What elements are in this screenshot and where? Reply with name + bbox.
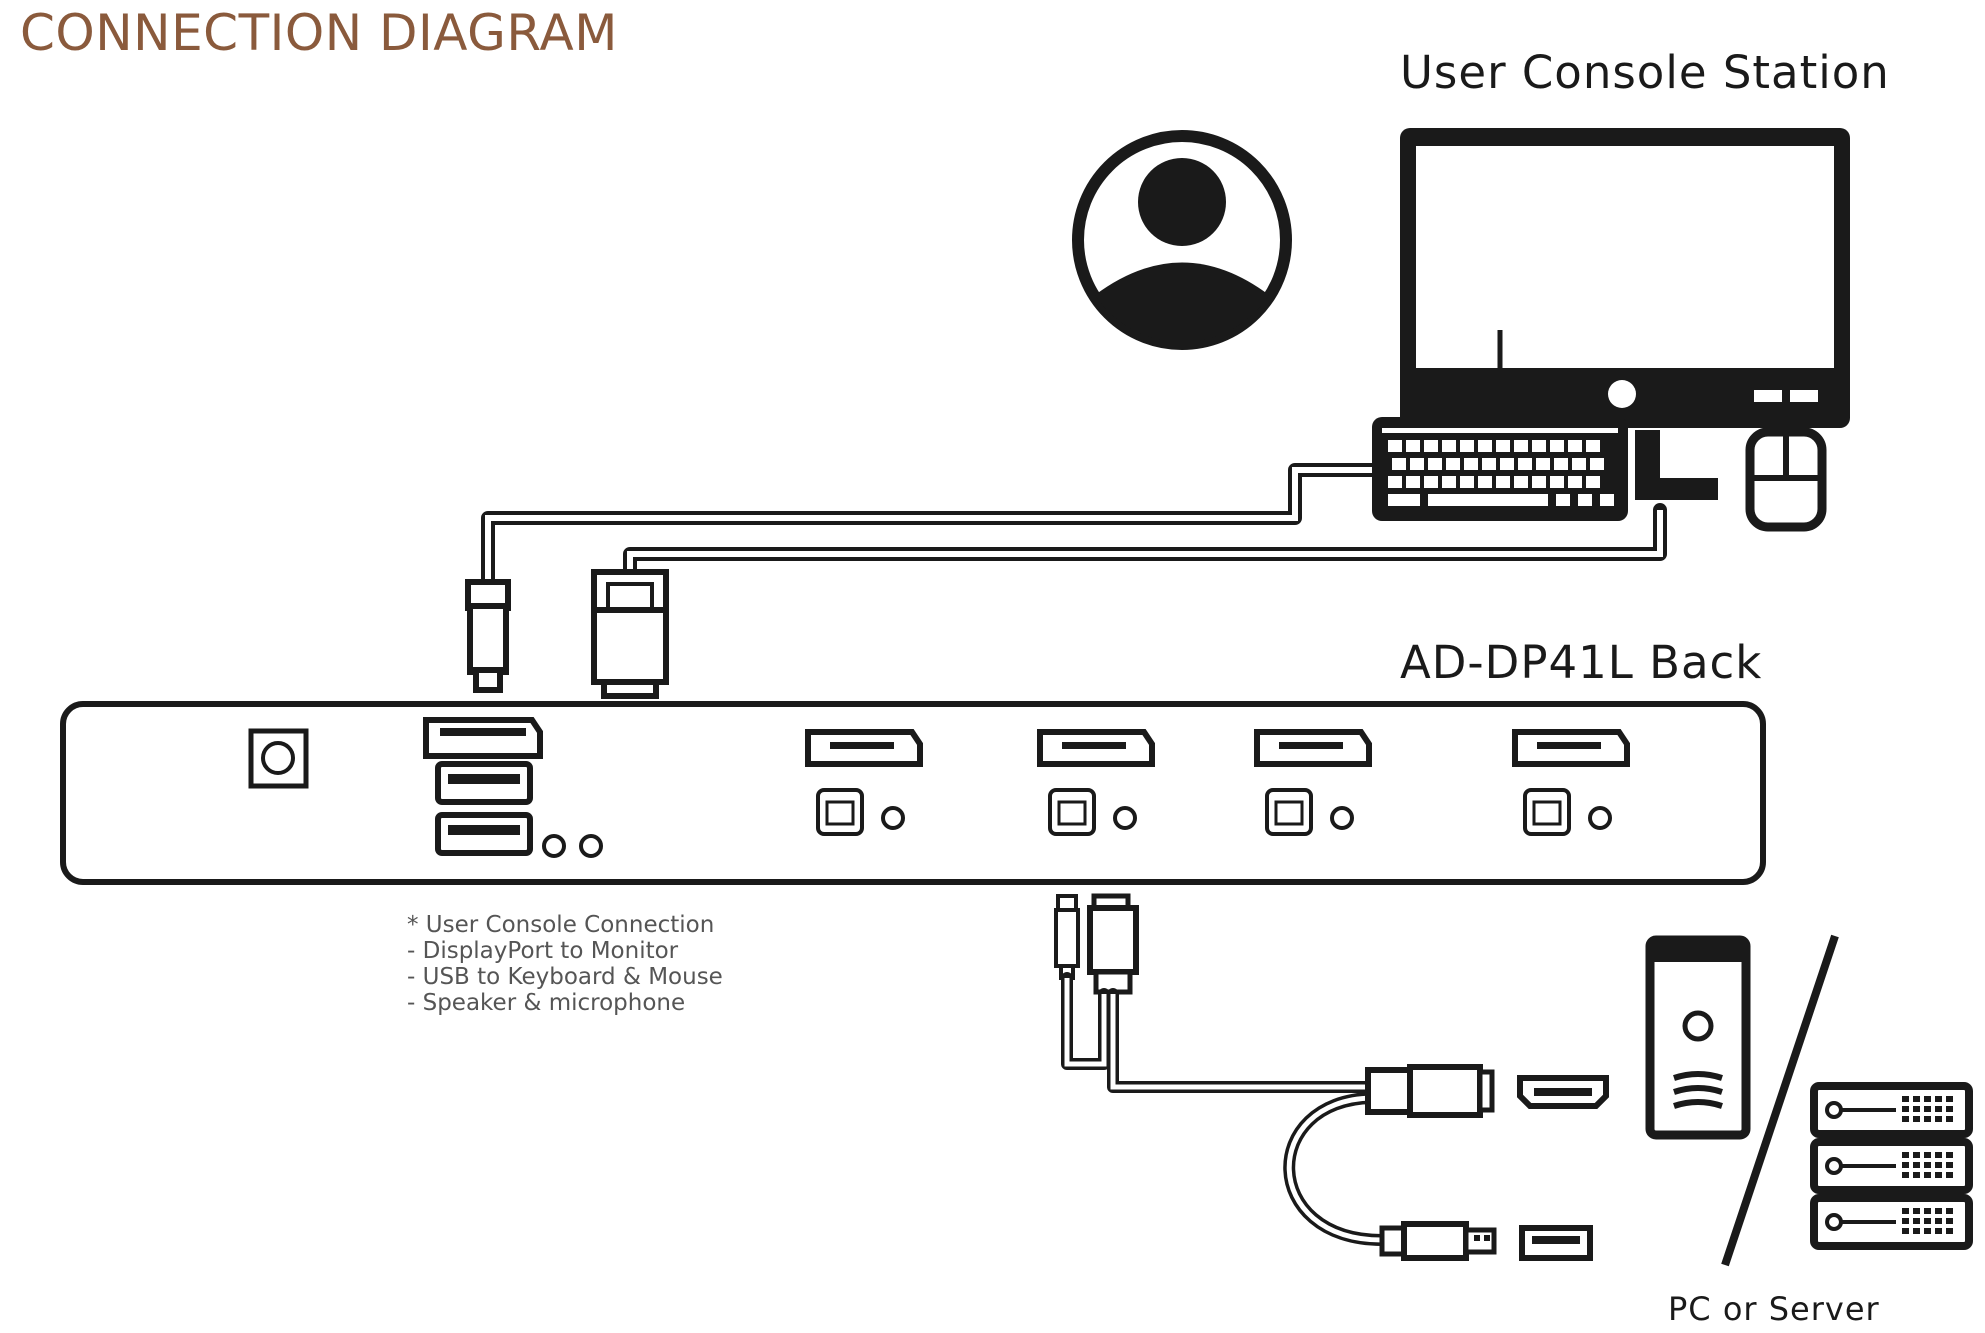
note-line: - Speaker & microphone [407,990,685,1016]
server-rack-icon [1810,1082,1973,1250]
computer-port-group [805,729,923,836]
note-line: * User Console Connection [407,912,714,938]
pc-or-server-label: PC or Server [1668,1290,1880,1328]
console-connection-notes: * User Console Connection - DisplayPort … [407,912,723,1016]
diagram-title: CONNECTION DIAGRAM [20,4,618,62]
video-cable [591,503,1667,699]
note-line: - DisplayPort to Monitor [407,938,679,964]
usb-cable [465,463,1379,693]
computer-port-group [1037,729,1155,836]
pc-cable [1054,893,1609,1261]
mouse-icon [1745,427,1827,532]
note-line: - USB to Keyboard & Mouse [407,964,723,990]
or-separator [1721,934,1839,1267]
console-station-label: User Console Station [1400,46,1890,99]
kvm-back-panel [60,701,1766,885]
pc-tower-icon [1645,935,1751,1140]
device-back-label: AD-DP41L Back [1400,636,1762,689]
computer-port-group [1512,729,1630,836]
keyboard-icon [1372,330,1628,521]
monitor-icon [1400,128,1850,500]
computer-port-group [1254,729,1372,836]
user-avatar-icon [1072,130,1292,350]
